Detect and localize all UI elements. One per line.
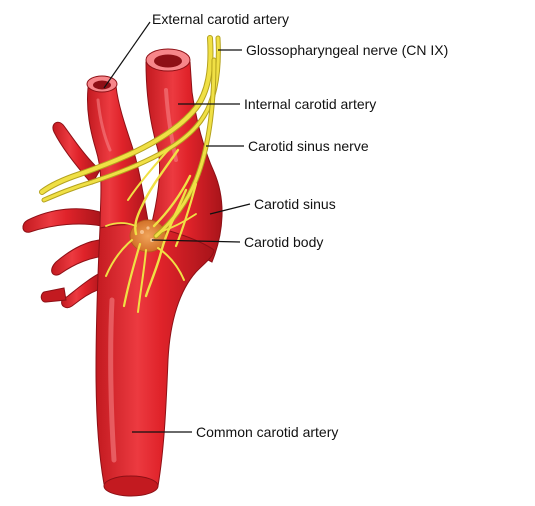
internal-carotid-lumen xyxy=(154,55,182,68)
label-carotid-body: Carotid body xyxy=(244,234,323,250)
lingual-branch xyxy=(23,209,102,233)
label-glossopharyngeal-nerve: Glossopharyngeal nerve (CN IX) xyxy=(246,42,448,58)
label-external-carotid-artery: External carotid artery xyxy=(152,11,289,27)
label-internal-carotid-artery: Internal carotid artery xyxy=(244,96,376,112)
common-carotid-base xyxy=(104,476,158,496)
label-carotid-sinus-nerve: Carotid sinus nerve xyxy=(248,138,369,154)
leader-external-carotid xyxy=(104,22,150,88)
lower-branch-stub xyxy=(41,288,66,302)
label-carotid-sinus: Carotid sinus xyxy=(254,196,336,212)
label-common-carotid-artery: Common carotid artery xyxy=(196,424,338,440)
